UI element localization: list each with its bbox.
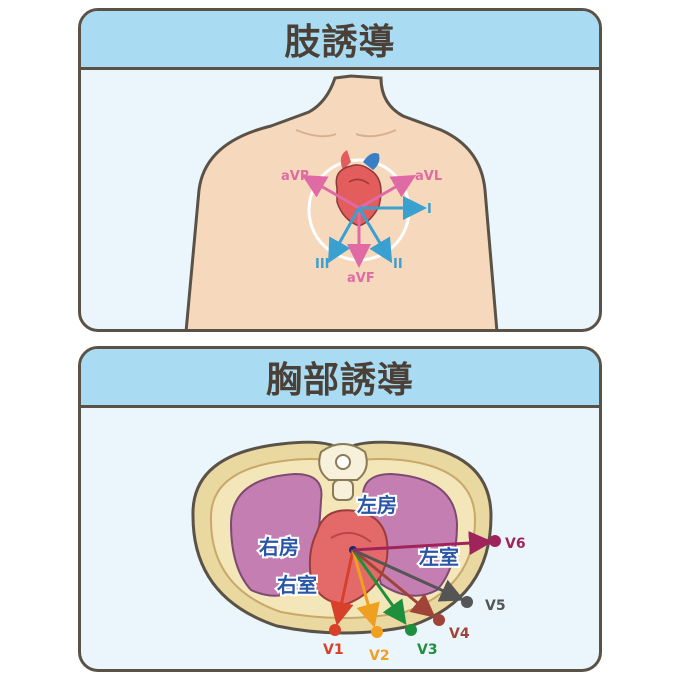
limb-leads-title: 肢誘導 (284, 13, 395, 65)
chest-leads-title: 胸部誘導 (266, 351, 414, 403)
v1-label: V1 (323, 642, 344, 658)
lead1-label: I (427, 202, 432, 217)
v2-label: V2 (369, 648, 390, 664)
chest-leads-panel: 胸部誘導 左房 右房 左室 右室 (78, 346, 602, 672)
lead2-label: II (393, 257, 403, 272)
v3-electrode (405, 624, 417, 636)
limb-leads-panel: 肢誘導 aVR aVL (78, 8, 602, 332)
avr-label: aVR (281, 169, 310, 184)
v4-electrode (433, 614, 445, 626)
v5-label: V5 (485, 598, 506, 614)
chest-cross-section: 左房 右房 左室 右室 V1 V2 V3 V4 V5 V6 (81, 408, 599, 672)
limb-leads-header: 肢誘導 (81, 11, 599, 70)
limb-leads-illustration: aVR aVL aVF I II III (81, 70, 599, 332)
v4-label: V4 (449, 626, 470, 642)
right-atrium-label: 右房 (259, 535, 299, 559)
right-ventricle-label: 右室 (277, 573, 317, 597)
v5-electrode (461, 596, 473, 608)
v3-label: V3 (417, 642, 438, 658)
v2-electrode (371, 626, 383, 638)
v6-label: V6 (505, 536, 526, 552)
lead3-label: III (315, 257, 330, 272)
avf-label: aVF (347, 271, 375, 286)
left-ventricle-label: 左室 (419, 545, 459, 569)
v6-electrode (489, 535, 501, 547)
left-atrium-label: 左房 (357, 493, 397, 517)
chest-leads-header: 胸部誘導 (81, 349, 599, 408)
v1-electrode (329, 624, 341, 636)
avl-label: aVL (415, 169, 442, 184)
